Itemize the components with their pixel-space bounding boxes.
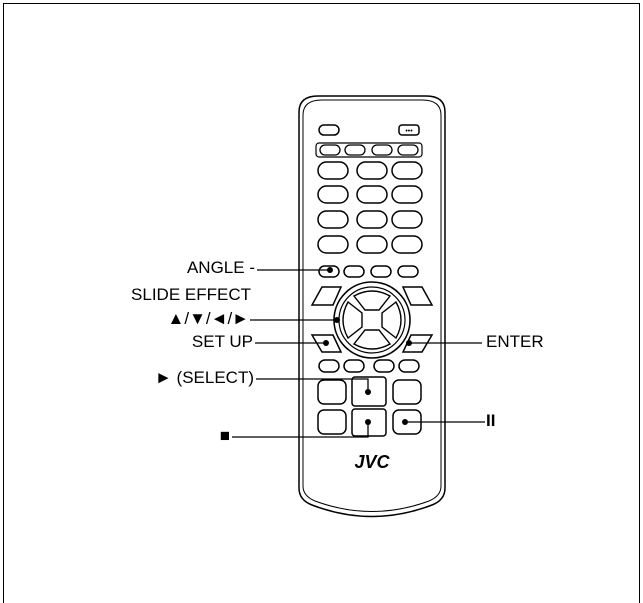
color-button-2: [344, 144, 366, 156]
pause-label: II: [486, 411, 496, 430]
set-up-label: SET UP: [191, 332, 253, 351]
nav-right-top-button: [401, 286, 434, 306]
power-button: [318, 124, 340, 136]
nav-down-key: [352, 329, 392, 350]
nav-left-key: [342, 300, 363, 340]
small-button-4: [397, 265, 419, 278]
number-pad: [317, 161, 423, 254]
nav-right-key: [381, 300, 402, 340]
display-button: [398, 124, 420, 136]
remote-inner-body: [302, 99, 442, 512]
select-leader: [256, 378, 369, 392]
display-button-dots: •••: [405, 128, 413, 135]
row-button-2: [343, 359, 365, 373]
jvc-logo: JVC: [354, 452, 390, 472]
row-button-1: [318, 359, 340, 373]
enter-label: ENTER: [486, 332, 544, 351]
page-frame: [3, 3, 640, 603]
stop-leader: [232, 422, 369, 438]
transport-button-1: [317, 379, 347, 405]
row-button-4: [398, 359, 420, 373]
transport-button-4: [317, 409, 347, 435]
nav-up-key: [352, 290, 392, 311]
stop-label: ■: [219, 426, 230, 445]
color-button-4: [397, 144, 419, 156]
small-button-3: [370, 265, 392, 278]
select-label: ► (SELECT): [154, 368, 254, 387]
angle-label: ANGLE -: [186, 258, 255, 277]
slide-effect-label: SLIDE EFFECT: [131, 285, 251, 304]
nav-left-top-button: [310, 286, 343, 306]
leader-dots: [323, 267, 412, 425]
transport-button-3: [392, 379, 422, 405]
color-button-1: [319, 144, 341, 156]
small-button-2: [343, 265, 365, 278]
row-button-3: [373, 359, 395, 373]
leader-lines: [232, 269, 485, 438]
arrows-label: ▲/▼/◄/►: [167, 309, 249, 328]
color-button-strip: [315, 142, 423, 158]
color-button-3: [371, 144, 393, 156]
